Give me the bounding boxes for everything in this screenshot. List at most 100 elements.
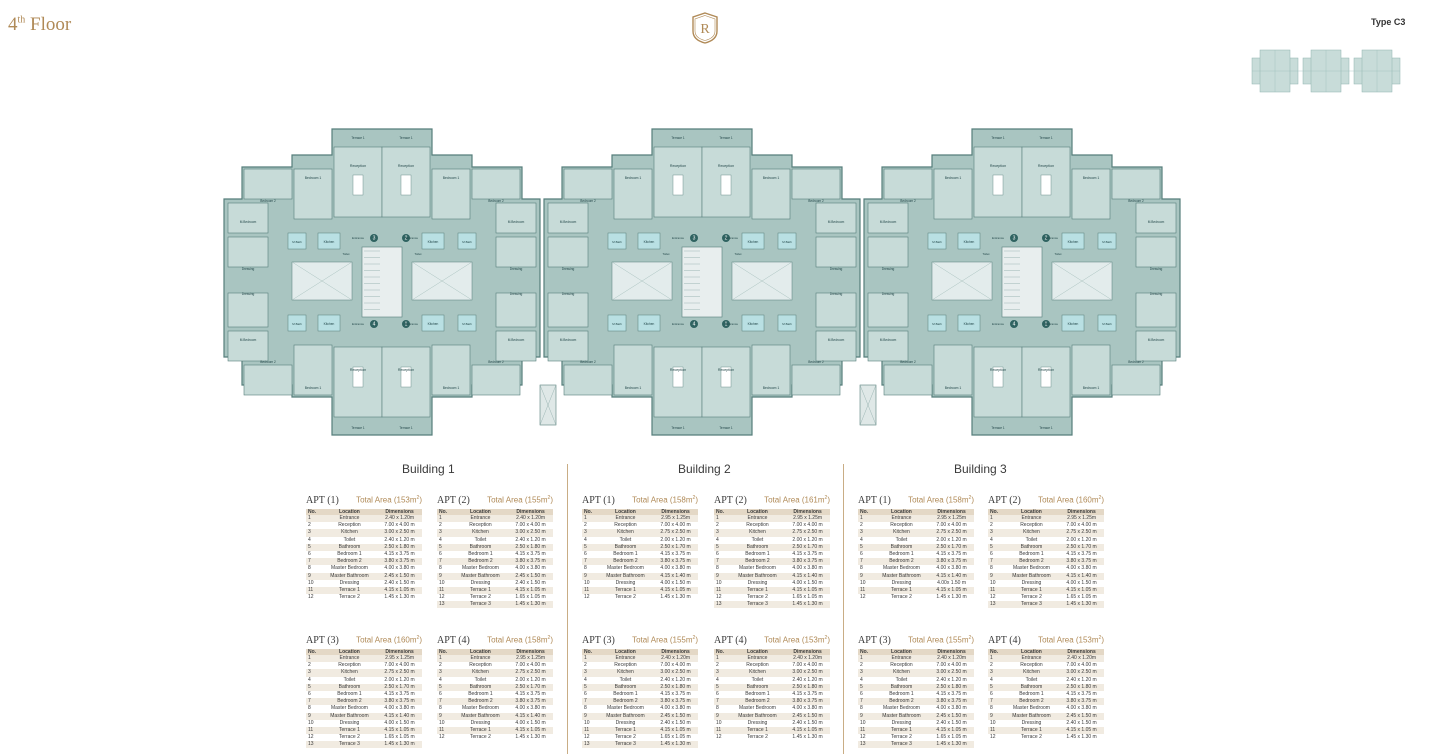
row-location: Reception — [338, 522, 361, 529]
row-number: 1 — [437, 655, 453, 663]
row-dimension: 2.75 x 2.50 m — [653, 529, 698, 537]
room-label-kitchen: Kitchen — [644, 240, 655, 244]
row-dimension: 1.65 x 1.05 m — [936, 734, 967, 741]
row-number: 10 — [990, 719, 996, 726]
row-dimension: 2.75 x 2.50 m — [377, 669, 422, 677]
row-number: 7 — [988, 558, 1004, 566]
row-dimension: 3.80 x 3.75 m — [653, 558, 698, 566]
row-dimension: 4.15 x 1.05 m — [929, 586, 974, 595]
row-location: Dressing — [339, 579, 360, 586]
unit-number: 4 — [373, 322, 376, 328]
row-number: 12 — [716, 594, 722, 601]
unit-number-badge — [722, 234, 730, 242]
room-label-bedroom: Bedroom 2 — [900, 199, 916, 203]
row-location: Reception — [746, 662, 769, 669]
room — [751, 344, 791, 396]
row-location: Terrace 3 — [597, 741, 654, 749]
row-number: 12 — [990, 594, 996, 601]
room-label-dressing: Dressing — [510, 292, 523, 296]
col-no: No. — [714, 509, 730, 515]
row-location: Master Bathroom — [452, 572, 509, 580]
row-number: 10 — [716, 719, 722, 726]
row-location: Terrace 2 — [470, 734, 491, 741]
room — [293, 344, 333, 396]
building-2-heading: Building 2 — [678, 462, 731, 476]
col-no: No. — [858, 649, 874, 655]
row-number: 3 — [582, 529, 598, 537]
row-location: Terrace 3 — [729, 601, 786, 609]
row-dimension: 2.50 x 1.80 m — [1059, 683, 1104, 691]
row-number: 10 — [584, 719, 590, 726]
row-dimension: 4.15 x 1.40 m — [929, 572, 974, 580]
room — [243, 168, 293, 200]
row-location: Entrance — [1003, 515, 1060, 523]
row-location: Master Bedroom — [606, 705, 644, 712]
row-number: 10 — [860, 579, 866, 586]
row-location: Terrace 1 — [873, 586, 930, 595]
row-location: Master Bathroom — [729, 712, 786, 720]
room-label-kitchen: Kitchen — [428, 240, 439, 244]
row-location: Bedroom 1 — [889, 691, 914, 698]
row-location: Master Bathroom — [321, 572, 378, 580]
row-dimension: 2.50 x 1.80 m — [653, 683, 698, 691]
row-location: Entrance — [597, 515, 654, 523]
room-label-bath: M.Bath — [292, 240, 302, 244]
row-location: Bathroom — [873, 683, 930, 691]
row-number: 4 — [584, 676, 587, 683]
row-location: Terrace 1 — [1003, 726, 1060, 735]
room-label-bedroom: Bedroom 1 — [305, 176, 322, 180]
row-location: Dressing — [470, 719, 491, 726]
logo-letter: R — [700, 22, 710, 37]
row-dimension: 3.00 x 2.50 m — [377, 529, 422, 537]
room-label-bath: M.Bath — [782, 322, 792, 326]
unit-number-badge — [370, 320, 378, 328]
row-location: Bedroom 1 — [468, 551, 493, 558]
row-location: Dressing — [1021, 719, 1042, 726]
row-location: Bedroom 2 — [873, 558, 930, 566]
col-dimensions: Dimensions — [377, 509, 422, 515]
row-location: Bedroom 2 — [452, 698, 509, 706]
row-location: Terrace 1 — [321, 586, 378, 595]
row-dimension: 3.80 x 3.75 m — [508, 558, 553, 566]
row-dimension: 3.80 x 3.75 m — [929, 558, 974, 566]
row-number: 8 — [584, 705, 587, 712]
row-dimension: 3.80 x 3.75 m — [653, 698, 698, 706]
row-dimension: 4.00 x 3.80 m — [1066, 565, 1097, 572]
row-number: 10 — [439, 719, 445, 726]
row-dimension: 1.65 x 1.05 m — [384, 734, 415, 741]
room-label-master: M.Bedroom — [880, 220, 897, 224]
row-number: 11 — [437, 586, 453, 595]
unit-number-badge — [722, 320, 730, 328]
room-label-kitchen: Kitchen — [1068, 322, 1079, 326]
row-location: Bedroom 1 — [468, 691, 493, 698]
row-location: Kitchen — [1003, 529, 1060, 537]
room-label-bath: M.Bath — [782, 240, 792, 244]
row-dimension: 2.45 x 1.50 m — [653, 712, 698, 720]
row-number: 3 — [988, 669, 1004, 677]
room — [1135, 236, 1177, 268]
row-number: 6 — [308, 551, 311, 558]
room — [293, 168, 333, 220]
row-dimension: 3.00 x 2.50 m — [1059, 669, 1104, 677]
